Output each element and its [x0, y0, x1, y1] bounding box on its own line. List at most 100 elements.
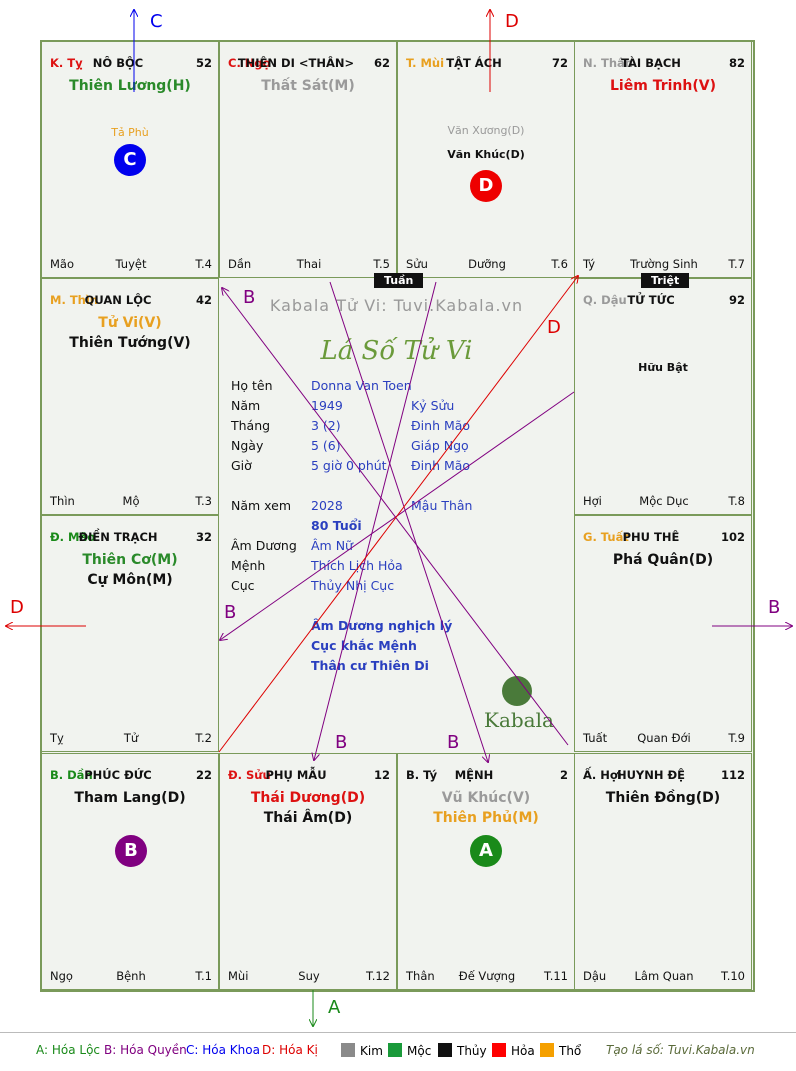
kim-swatch	[341, 1043, 355, 1057]
value-ngay-canchi: Giáp Ngọ	[411, 438, 469, 453]
footer-left: Mùi	[228, 969, 249, 983]
major-star: Vũ Khúc(V)	[441, 790, 531, 806]
arrow-label-b-right: B	[768, 597, 781, 618]
hoa-swatch	[492, 1043, 506, 1057]
major-star: Phá Quân(D)	[612, 552, 714, 568]
footer-stage: Suy	[298, 969, 320, 983]
footer-age: T.3	[195, 494, 212, 508]
footer-stage: Thai	[296, 257, 322, 271]
footer-left: Hợi	[583, 494, 602, 508]
palace-name: HUYNH ĐỆ	[616, 768, 686, 782]
footer-left: Tỵ	[50, 731, 64, 745]
footer-stage: Tuyệt	[115, 257, 147, 271]
footer-age: T.8	[728, 494, 745, 508]
palace-name: TẬT ÁCH	[446, 56, 502, 70]
footer-age: T.11	[544, 969, 568, 983]
palace-number: 72	[551, 56, 568, 70]
value-thang: 3 (2)	[311, 418, 341, 433]
label-menh: Mệnh	[231, 558, 266, 573]
note-am-duong: Âm Dương nghịch lý	[311, 618, 453, 633]
line-label-d: D	[547, 317, 561, 338]
palace-can: B. Dần	[50, 768, 93, 782]
arrow-label-c: C	[150, 11, 163, 32]
footer-left: Sửu	[406, 257, 428, 271]
legend-tho-label: Thổ	[559, 1044, 582, 1058]
footer-age: T.1	[195, 969, 212, 983]
footer-stage: Mộc Dục	[639, 494, 689, 508]
footer-age: T.2	[195, 731, 212, 745]
footer-stage: Dưỡng	[468, 257, 506, 271]
palace-number: 32	[195, 530, 212, 544]
arrow-label-a: A	[328, 997, 341, 1018]
kabala-logo-icon	[502, 676, 532, 706]
palace-number: 12	[373, 768, 390, 782]
legend-kim: Kim	[341, 1043, 383, 1058]
minor-star: Văn Khúc(D)	[447, 148, 525, 161]
legend-a: A: Hóa Lộc	[36, 1043, 101, 1057]
label-nam: Năm	[231, 398, 261, 413]
thuy-swatch	[438, 1043, 452, 1057]
label-gio: Giờ	[231, 458, 252, 473]
palace-number: 92	[728, 293, 745, 307]
major-star: Liêm Trinh(V)	[610, 78, 716, 94]
center-info-panel: Kabala Tử Vi: Tuvi.Kabala.vn Lá Số Tử Vi…	[219, 278, 574, 753]
palace-can: N. Thân	[583, 56, 633, 70]
chart-title: Lá Số Tử Vi	[320, 336, 473, 366]
legend-moc: Mộc	[388, 1043, 431, 1058]
minor-star: Văn Xương(D)	[447, 124, 525, 137]
line-label-b4: B	[447, 732, 460, 753]
footer-stage: Mộ	[122, 494, 140, 508]
palace-name: QUAN LỘC	[84, 293, 152, 307]
value-am-duong: Âm Nữ	[311, 538, 353, 553]
palace-can: T. Mùi	[406, 56, 445, 70]
minor-star: Tả Phù	[111, 126, 149, 139]
palace-name: MỆNH	[454, 768, 494, 782]
palace-can: Đ. Sửu	[228, 768, 271, 782]
major-star: Thái Dương(D)	[250, 790, 366, 806]
line-label-b2: B	[224, 602, 237, 623]
footer-left: Dần	[228, 257, 252, 271]
palace-name: ĐIỀN TRẠCH	[78, 530, 158, 544]
value-nam-xem: 2028	[311, 498, 343, 513]
label-ho-ten: Họ tên	[231, 378, 273, 393]
footer-stage: Đế Vượng	[458, 969, 516, 983]
note-cuc-menh: Cục khắc Mệnh	[311, 638, 417, 653]
major-star: Tử Vi(V)	[98, 315, 162, 331]
footer-left: Thân	[406, 969, 435, 983]
moc-swatch	[388, 1043, 402, 1057]
watermark-text: Kabala Tử Vi: Tuvi.Kabala.vn	[269, 296, 524, 315]
footer-left: Tý	[583, 257, 596, 271]
palace-name: TỬ TỨC	[627, 293, 675, 307]
palace-footer: Dần Thai T.5	[228, 257, 390, 271]
footer-stage: Tử	[123, 731, 139, 745]
footer-age: T.5	[373, 257, 390, 271]
footer-left: Tuất	[583, 731, 608, 745]
legend-moc-label: Mộc	[407, 1044, 432, 1058]
badge-b: B	[115, 835, 147, 867]
palace-number: 22	[195, 768, 212, 782]
major-star: Thái Âm(D)	[263, 810, 353, 826]
palace-can: M. Thìn	[50, 293, 98, 307]
footer-stage: Trường Sinh	[630, 257, 698, 271]
palace-number: 2	[559, 768, 568, 782]
